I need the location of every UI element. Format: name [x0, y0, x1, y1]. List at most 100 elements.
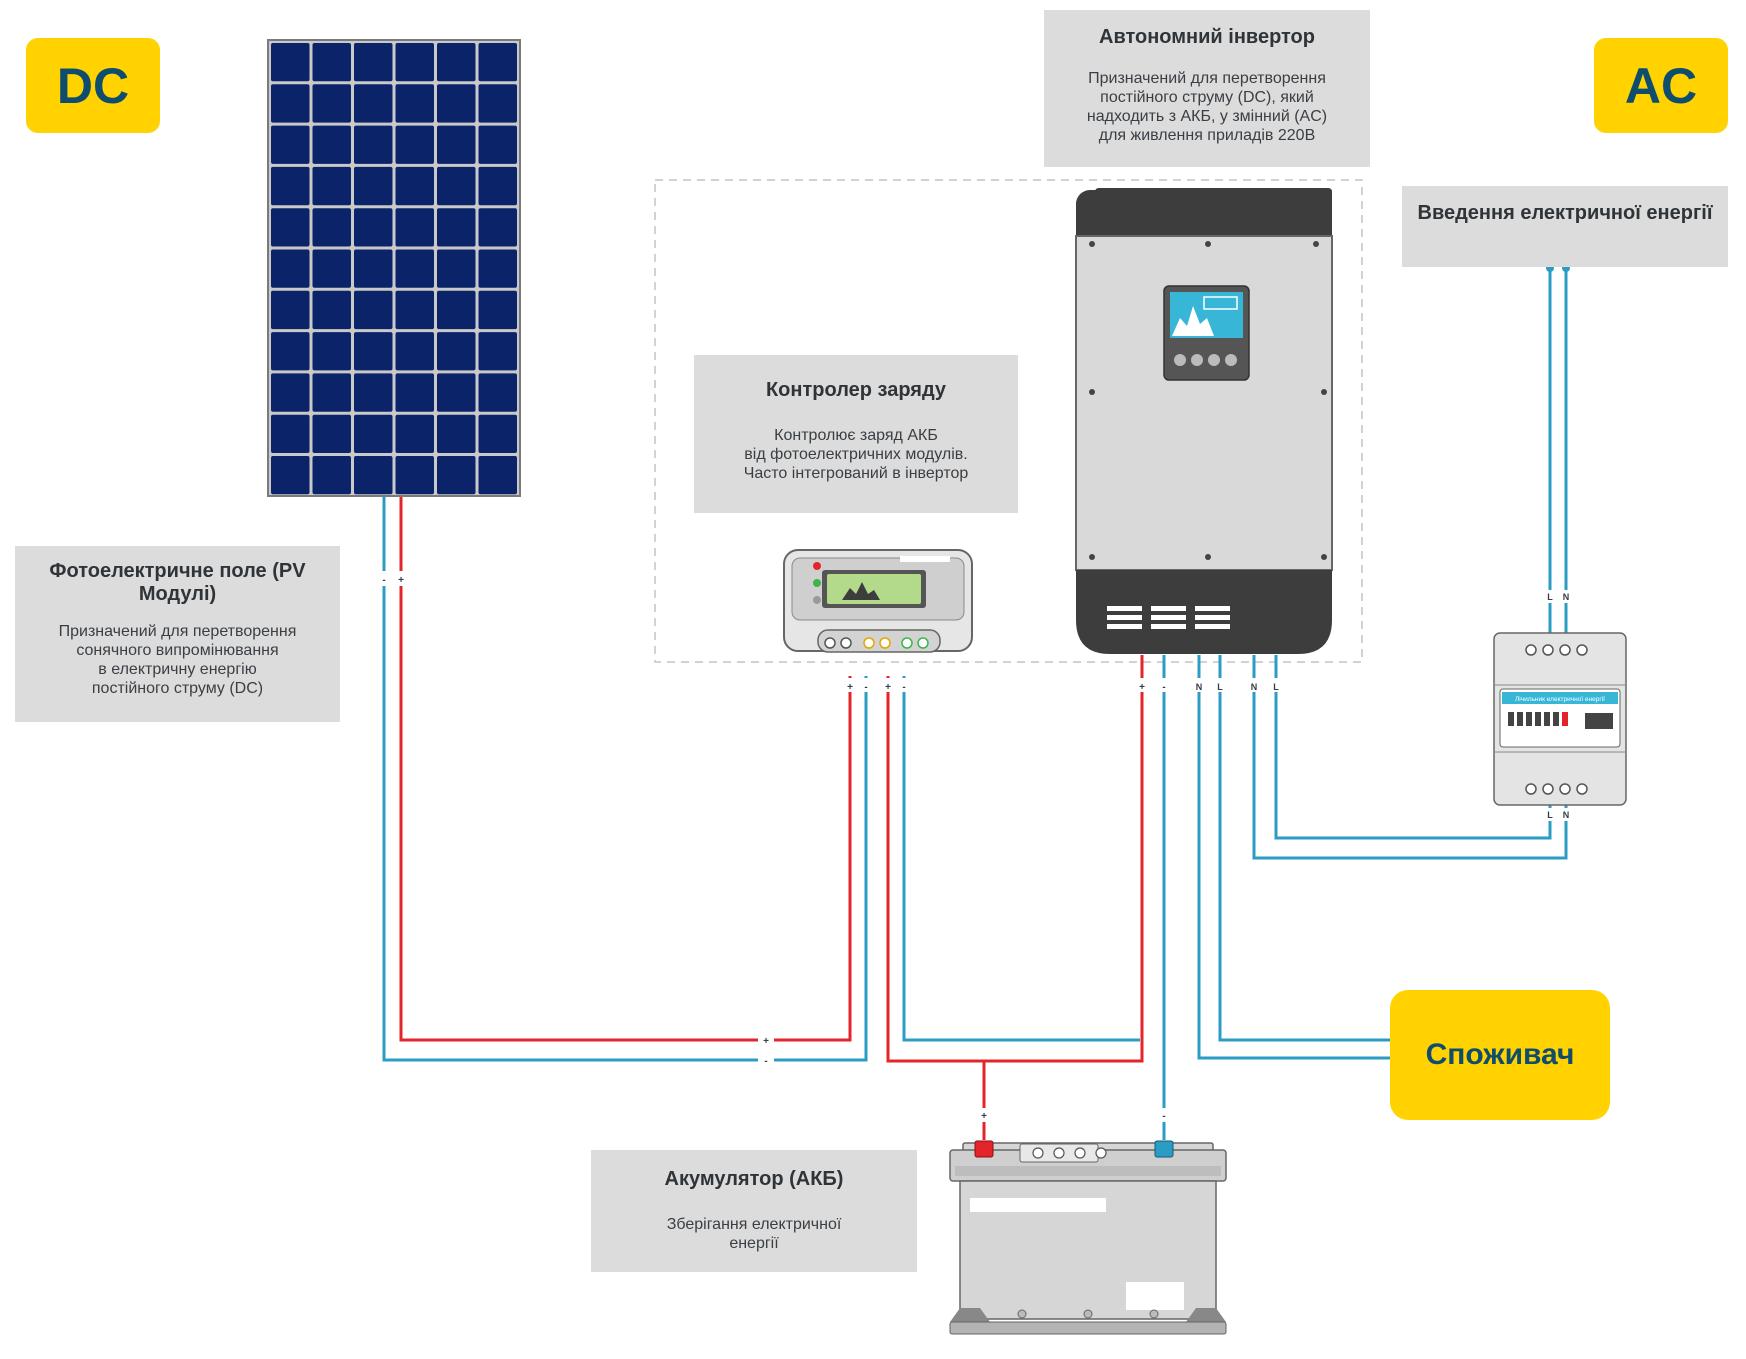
controller-display-graph-icon	[842, 582, 880, 600]
controller-battery-positive-wire	[886, 655, 1144, 1063]
solar-cell	[312, 125, 351, 164]
solar-cell	[437, 208, 476, 247]
solar-cell	[312, 43, 351, 82]
battery-negative-terminal	[1154, 1140, 1174, 1158]
inverter-info-box: Автономний інвертор Призначений для пере…	[1044, 10, 1370, 167]
controller-led-grey	[813, 596, 821, 604]
meter-label: Лічильник електричної енергії	[1515, 695, 1605, 703]
inverter-description: Призначений для перетворення постійного …	[1086, 70, 1328, 144]
solar-cell	[395, 249, 434, 288]
solar-cell	[354, 332, 393, 371]
solar-cell	[395, 290, 434, 330]
inverter-vent-icon	[1107, 606, 1230, 629]
controller-bat-plus-mark: +	[885, 682, 891, 693]
solar-cell	[395, 414, 434, 453]
solar-cell	[354, 208, 393, 247]
solar-cell	[395, 125, 434, 164]
battery-info-box: Акумулятор (АКБ) Зберігання електричної …	[591, 1150, 917, 1272]
consumer-line-wire	[1218, 655, 1390, 1042]
inverter-minus-mark: -	[1162, 682, 1165, 693]
solar-cell	[271, 332, 310, 371]
solar-cell	[437, 43, 476, 82]
ac-input-neutral-wire	[1252, 655, 1568, 860]
solar-cell	[437, 166, 476, 206]
solar-cell	[478, 84, 517, 123]
solar-cell	[478, 249, 517, 288]
solar-cell	[395, 84, 434, 123]
solar-cell	[271, 125, 310, 164]
solar-cell	[312, 332, 351, 371]
solar-cell	[271, 43, 310, 82]
solar-cell	[354, 249, 393, 288]
solar-cell	[271, 166, 310, 206]
solar-cell	[312, 208, 351, 247]
inverter-out-l-mark: L	[1217, 682, 1223, 692]
pv-negative-mark: -	[382, 575, 385, 586]
inverter-icon	[1075, 188, 1333, 654]
solar-cell	[271, 249, 310, 288]
charge-controller-icon	[783, 549, 973, 653]
solar-cell	[478, 43, 517, 82]
solar-panel-icon	[267, 39, 521, 497]
pv-description: Призначений для перетворення сонячного в…	[58, 623, 297, 697]
solar-cell	[437, 332, 476, 371]
inverter-in-n-mark: N	[1251, 682, 1258, 692]
solar-cell	[354, 166, 393, 206]
solar-cell	[478, 208, 517, 247]
controller-pv-plus-mark: +	[847, 682, 853, 693]
solar-cell	[395, 456, 434, 495]
solar-cell	[312, 84, 351, 123]
solar-cell	[312, 166, 351, 206]
pv-positive-mark: +	[398, 575, 404, 586]
integration-dashed-frame	[654, 179, 1363, 663]
solar-cell	[354, 125, 393, 164]
solar-cell	[354, 456, 393, 495]
solar-cell	[312, 456, 351, 495]
ac-badge: AC	[1594, 38, 1728, 133]
solar-cell	[437, 290, 476, 330]
inverter-in-l-mark: L	[1273, 682, 1279, 692]
consumer-neutral-wire	[1197, 655, 1390, 1060]
battery-minus-mark: -	[1162, 1111, 1165, 1122]
battery-description: Зберігання електричної енергії	[666, 1216, 842, 1252]
ac-input-line-wire	[1274, 655, 1552, 840]
solar-cell	[395, 208, 434, 247]
solar-cell	[354, 414, 393, 453]
controller-title: Контролер заряду	[765, 379, 947, 401]
junction-plus-mark: +	[763, 1036, 769, 1047]
solar-cell	[271, 414, 310, 453]
meter-counter-icon	[1508, 712, 1613, 729]
controller-led-red	[813, 562, 821, 570]
wires	[382, 268, 1568, 1140]
solar-cell	[437, 373, 476, 412]
terminal-marks: - + + - + - + - N L N L + - + - L N	[378, 571, 1573, 1122]
electric-meter-icon: Лічильник електричної енергії	[1493, 632, 1627, 806]
solar-cell	[395, 373, 434, 412]
solar-cell	[354, 43, 393, 82]
solar-cell	[478, 166, 517, 206]
solar-cell	[312, 414, 351, 453]
solar-cell	[271, 84, 310, 123]
solar-cell	[312, 290, 351, 330]
solar-cell	[437, 125, 476, 164]
battery-plus-mark: +	[981, 1111, 987, 1122]
controller-info-box: Контролер заряду Контролює заряд АКБ від…	[694, 355, 1018, 513]
solar-cell	[395, 332, 434, 371]
solar-cell	[478, 414, 517, 453]
solar-cell	[437, 84, 476, 123]
controller-pv-minus-mark: -	[864, 682, 867, 693]
inverter-plus-mark: +	[1139, 682, 1145, 693]
controller-battery-negative-wire	[902, 676, 1140, 1042]
meter-top-n-mark: N	[1563, 592, 1570, 602]
solar-cell	[478, 373, 517, 412]
controller-led-green	[813, 579, 821, 587]
solar-cell	[354, 290, 393, 330]
solar-cell	[437, 456, 476, 495]
pv-info-box: Фотоелектричне поле (PV Модулі) Призначе…	[15, 546, 340, 722]
solar-cell	[478, 125, 517, 164]
power-input-title: Введення електричної енергії	[1417, 202, 1713, 224]
controller-bat-minus-mark: -	[902, 682, 905, 693]
battery-positive-terminal	[974, 1140, 994, 1158]
inverter-title: Автономний інвертор	[1099, 26, 1315, 48]
